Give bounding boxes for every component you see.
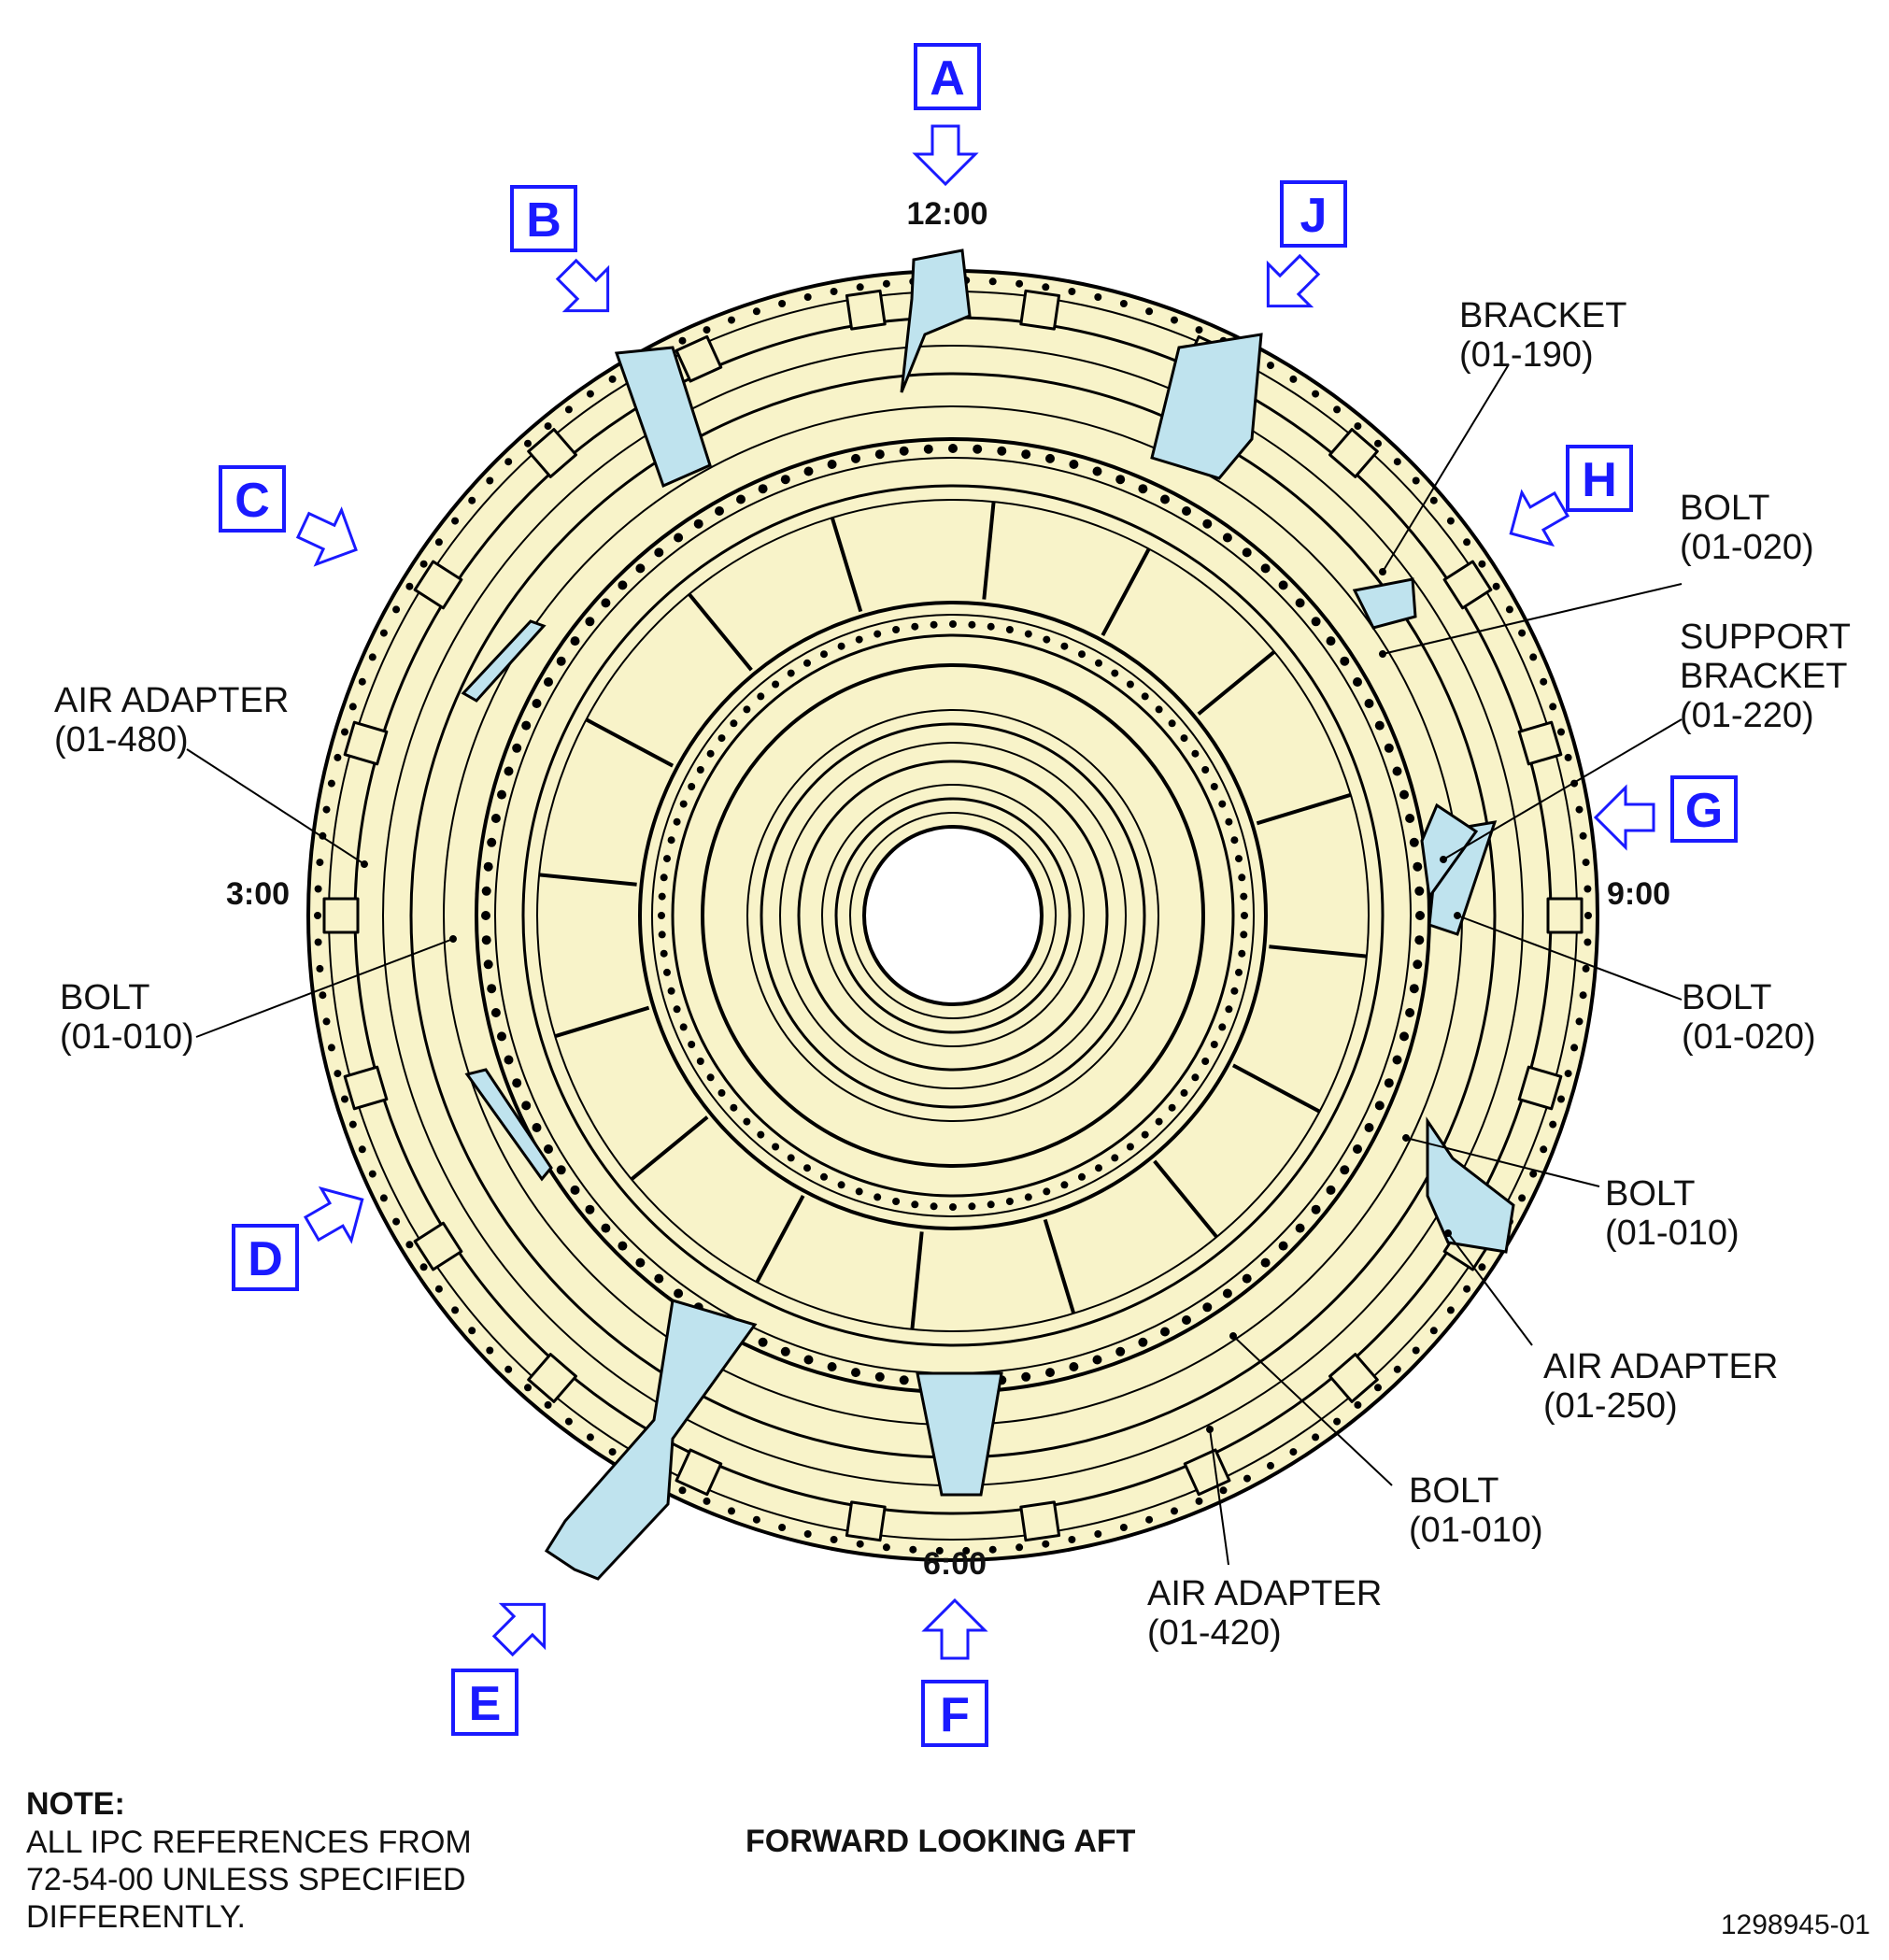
leader-lines (186, 363, 1683, 1566)
svg-text:G: G (1685, 784, 1723, 838)
callout-bolt-01-010-right: BOLT (01-010) (1605, 1174, 1740, 1253)
inner-bolt-holes (481, 444, 1425, 1387)
view-label-B: B (510, 185, 577, 252)
svg-text:(01-010): (01-010) (1605, 1214, 1740, 1253)
callout-air-adapter-01-250: AIR ADAPTER (01-250) (1543, 1347, 1778, 1426)
clock-12: 12:00 (907, 196, 988, 232)
svg-text:BRACKET: BRACKET (1459, 296, 1626, 335)
view-label-E: E (451, 1669, 518, 1736)
figure-number: 1298945-01 (1720, 1910, 1870, 1940)
callout-bolt-01-020-upper: BOLT (01-020) (1680, 489, 1814, 567)
view-label-J: J (1280, 180, 1347, 248)
note-line: DIFFERENTLY. (26, 1899, 246, 1935)
svg-text:E: E (469, 1677, 502, 1731)
svg-text:F: F (940, 1688, 970, 1742)
svg-text:BOLT: BOLT (1682, 978, 1771, 1017)
engine-frame-drawing (306, 269, 1599, 1562)
mid-bolt-holes (658, 620, 1248, 1211)
svg-text:SUPPORT: SUPPORT (1680, 618, 1851, 657)
svg-text:(01-420): (01-420) (1147, 1613, 1282, 1653)
svg-text:AIR ADAPTER: AIR ADAPTER (1543, 1347, 1778, 1386)
note-title: NOTE: (26, 1786, 125, 1822)
svg-text:BOLT: BOLT (1680, 489, 1769, 528)
svg-text:BOLT: BOLT (1409, 1471, 1498, 1511)
view-label-A: A (914, 43, 981, 110)
svg-text:AIR ADAPTER: AIR ADAPTER (1147, 1574, 1382, 1613)
svg-text:(01-190): (01-190) (1459, 335, 1594, 375)
svg-text:(01-020): (01-020) (1682, 1017, 1816, 1057)
callout-bracket-01-190: BRACKET (01-190) (1459, 296, 1626, 375)
svg-text:J: J (1300, 189, 1328, 243)
callout-bolt-01-010-bottom: BOLT (01-010) (1409, 1471, 1543, 1550)
svg-text:C: C (234, 474, 270, 528)
svg-text:B: B (526, 193, 561, 248)
svg-text:(01-250): (01-250) (1543, 1386, 1678, 1426)
svg-text:BOLT: BOLT (1605, 1174, 1695, 1214)
mounting-brackets (322, 289, 1584, 1542)
view-label-D: D (232, 1224, 299, 1291)
svg-text:BOLT: BOLT (60, 978, 149, 1017)
svg-text:(01-480): (01-480) (54, 720, 189, 760)
view-arrows (295, 124, 1655, 1660)
svg-text:A: A (930, 51, 965, 106)
view-label-C: C (219, 465, 286, 533)
view-label-H: H (1566, 445, 1633, 512)
highlighted-parts (461, 249, 1515, 1581)
svg-text:AIR ADAPTER: AIR ADAPTER (54, 681, 289, 720)
callout-support-bracket-01-220: SUPPORT BRACKET (01-220) (1680, 618, 1851, 735)
clock-9: 9:00 (1607, 876, 1670, 912)
callout-bolt-01-010-left: BOLT (01-010) (60, 978, 194, 1057)
note-line: ALL IPC REFERENCES FROM (26, 1825, 472, 1860)
view-label-G: G (1670, 775, 1738, 843)
svg-text:(01-020): (01-020) (1680, 528, 1814, 567)
svg-text:D: D (248, 1232, 283, 1286)
callout-bolt-01-020-lower: BOLT (01-020) (1682, 978, 1816, 1057)
svg-text:BRACKET: BRACKET (1680, 657, 1847, 696)
svg-text:H: H (1582, 453, 1617, 507)
note-line: 72-54-00 UNLESS SPECIFIED (26, 1862, 466, 1897)
clock-6: 6:00 (923, 1546, 987, 1582)
svg-text:(01-220): (01-220) (1680, 696, 1814, 735)
view-caption: FORWARD LOOKING AFT (746, 1824, 1136, 1859)
clock-3: 3:00 (226, 876, 290, 912)
radial-struts (538, 501, 1368, 1330)
callout-air-adapter-01-420: AIR ADAPTER (01-420) (1147, 1574, 1382, 1653)
view-label-F: F (921, 1680, 988, 1747)
svg-text:(01-010): (01-010) (1409, 1511, 1543, 1550)
svg-text:(01-010): (01-010) (60, 1017, 194, 1057)
callout-air-adapter-01-480: AIR ADAPTER (01-480) (54, 681, 289, 760)
